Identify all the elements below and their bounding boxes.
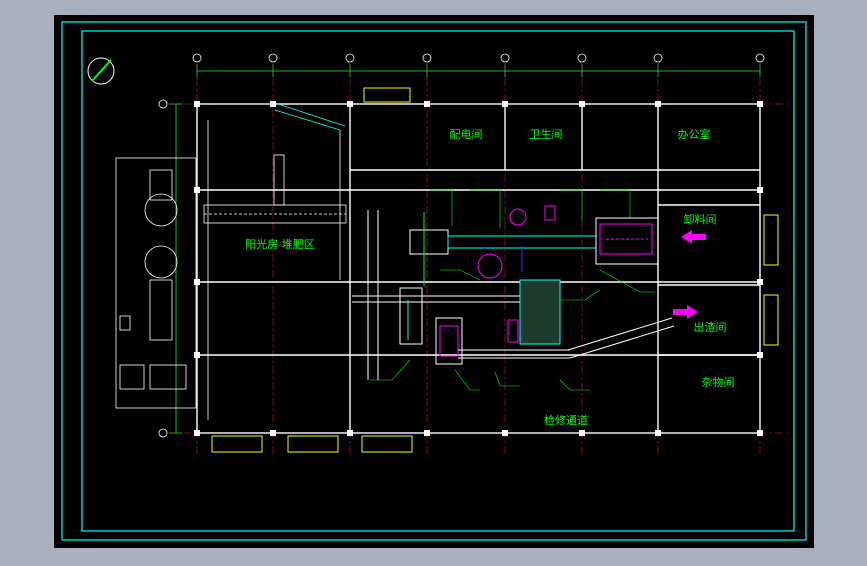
room-label-corridor: 检修通道 <box>544 413 588 427</box>
room-label-distribution: 配电间 <box>450 128 483 141</box>
leader-lines <box>370 189 655 391</box>
room-label-output: 出渣间 <box>694 320 727 334</box>
room-label-office: 办公室 <box>678 127 711 141</box>
grid-axis-top <box>192 53 765 63</box>
arrow-right-icon <box>673 305 698 319</box>
windows <box>211 87 779 453</box>
room-label-storage: 杂物间 <box>702 375 735 389</box>
left-exhaust-equipment <box>115 157 197 409</box>
outer-frame <box>61 21 807 541</box>
room-label-drying-yard: 阳光房 堆肥区 <box>245 237 315 251</box>
room-label-toilet: 卫生间 <box>530 127 563 141</box>
inner-frame <box>81 30 795 532</box>
compost-yard-equipment <box>203 103 347 420</box>
column-posts <box>194 101 763 436</box>
room-label-feed: 卸料间 <box>684 212 717 226</box>
process-equipment <box>352 205 675 380</box>
north-arrow-icon <box>87 57 115 85</box>
arrow-left-icon <box>681 230 706 244</box>
